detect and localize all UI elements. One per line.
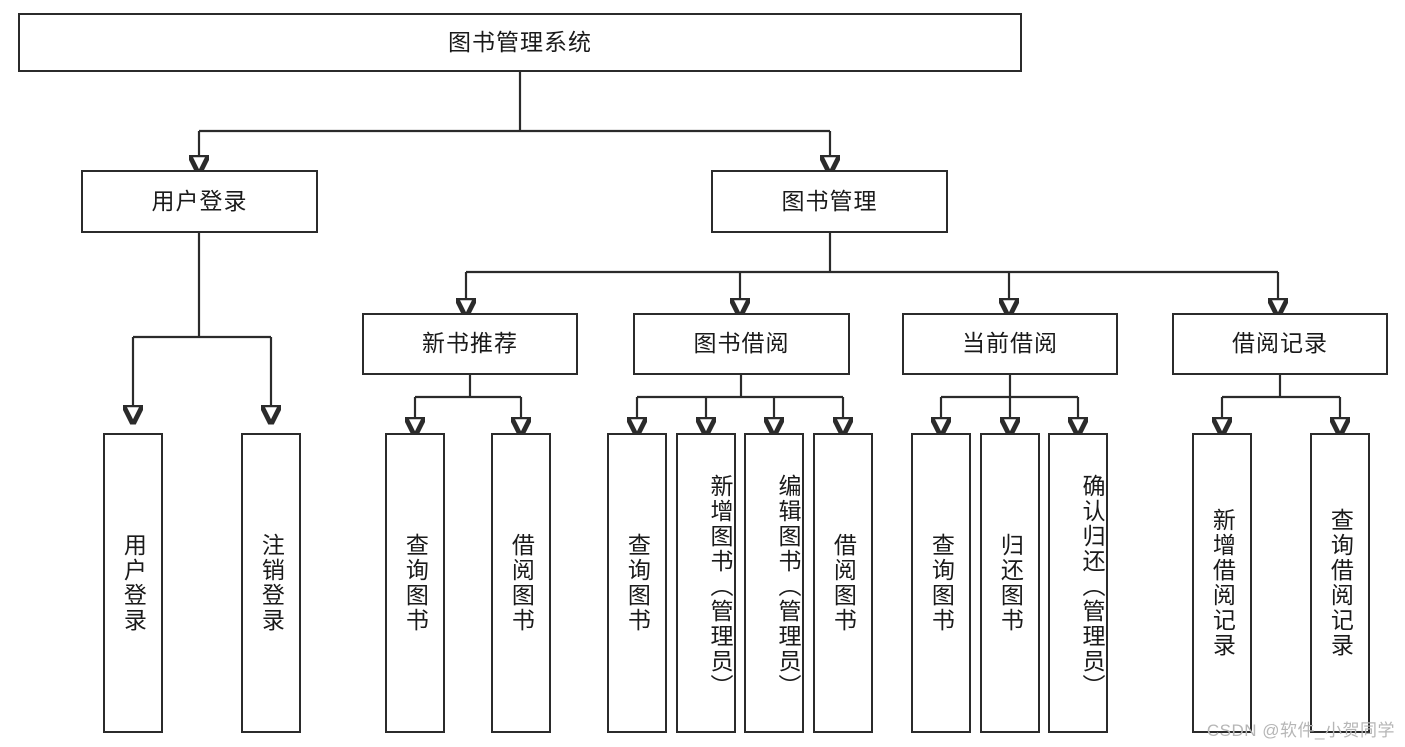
node-label: 归还图书 (997, 533, 1024, 633)
leaf-query-books-borrowing[interactable]: 查询图书 (607, 433, 667, 733)
leaf-add-borrowing-record[interactable]: 新增借阅记录 (1192, 433, 1252, 733)
leaf-edit-book-admin[interactable]: 编辑图书（管理员） (744, 433, 804, 733)
node-label: 注销登录 (258, 533, 285, 633)
node-root-book-management-system[interactable]: 图书管理系统 (18, 13, 1022, 72)
leaf-borrow-books-recommendation[interactable]: 借阅图书 (491, 433, 551, 733)
node-label: 图书管理系统 (448, 28, 592, 55)
node-label: 图书管理 (781, 187, 878, 214)
node-label: 用户登录 (120, 533, 147, 633)
node-label: 新书推荐 (422, 330, 518, 357)
node-book-borrowing[interactable]: 图书借阅 (633, 313, 850, 375)
node-label: 查询图书 (928, 533, 955, 633)
node-label: 新增借阅记录 (1209, 508, 1236, 658)
leaf-add-book-admin[interactable]: 新增图书（管理员） (676, 433, 736, 733)
node-label: 用户登录 (151, 187, 248, 214)
node-new-book-recommendation[interactable]: 新书推荐 (362, 313, 578, 375)
node-label: 借阅图书 (508, 533, 535, 633)
node-label: 确认归还（管理员） (1079, 473, 1105, 699)
node-label: 查询借阅记录 (1327, 508, 1354, 658)
leaf-return-books[interactable]: 归还图书 (980, 433, 1040, 733)
node-label: 借阅记录 (1232, 330, 1328, 357)
node-label: 查询图书 (624, 533, 651, 633)
leaf-borrow-books-borrowing[interactable]: 借阅图书 (813, 433, 873, 733)
leaf-query-books-recommendation[interactable]: 查询图书 (385, 433, 445, 733)
node-label: 查询图书 (402, 533, 429, 633)
node-user-login-module[interactable]: 用户登录 (81, 170, 318, 233)
node-label: 借阅图书 (830, 533, 857, 633)
leaf-logout[interactable]: 注销登录 (241, 433, 301, 733)
node-label: 图书借阅 (693, 330, 790, 357)
node-book-management-module[interactable]: 图书管理 (711, 170, 948, 233)
leaf-query-borrowing-record[interactable]: 查询借阅记录 (1310, 433, 1370, 733)
leaf-confirm-return-admin[interactable]: 确认归还（管理员） (1048, 433, 1108, 733)
node-label: 新增图书（管理员） (707, 473, 733, 699)
node-borrowing-records[interactable]: 借阅记录 (1172, 313, 1388, 375)
node-label: 当前借阅 (962, 330, 1058, 357)
node-current-borrowing[interactable]: 当前借阅 (902, 313, 1118, 375)
csdn-watermark: CSDN @软件_小贺同学 (1206, 721, 1395, 740)
leaf-query-books-current[interactable]: 查询图书 (911, 433, 971, 733)
leaf-user-login[interactable]: 用户登录 (103, 433, 163, 733)
node-label: 编辑图书（管理员） (775, 473, 801, 699)
